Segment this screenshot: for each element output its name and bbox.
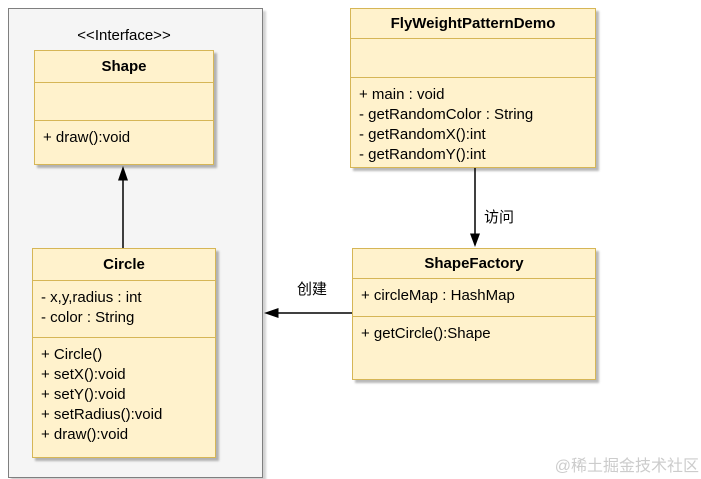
create-edge-label: 创建 [295, 278, 330, 299]
class-method: + draw():void [41, 426, 129, 443]
class-flyweightpatterndemo-attributes [351, 39, 595, 78]
class-shape-attributes [35, 83, 213, 121]
create-arrowhead [264, 308, 279, 318]
class-shape-title: Shape [35, 51, 213, 83]
realization-arrowhead [118, 166, 128, 181]
class-method: - getRandomColor : String [359, 106, 534, 123]
watermark-text: @稀土掘金技术社区 [554, 458, 699, 475]
class-shapefactory: ShapeFactory + circleMap : HashMap + get… [352, 248, 596, 380]
interface-stereotype: <<Interface>> [77, 27, 171, 44]
class-flyweightpatterndemo-methods: + main : void - getRandomColor : String … [351, 78, 595, 167]
class-attribute: - x,y,radius : int [41, 289, 142, 306]
class-flyweightpatterndemo-title: FlyWeightPatternDemo [351, 9, 595, 39]
access-edge-label: 访问 [482, 206, 517, 227]
class-attribute: + circleMap : HashMap [361, 287, 515, 304]
class-circle-attributes: - x,y,radius : int - color : String [33, 281, 215, 338]
class-method: + Circle() [41, 346, 103, 363]
class-method: + draw():void [43, 129, 131, 146]
access-arrowhead [470, 233, 480, 247]
class-method: + setX():void [41, 366, 126, 383]
class-method: + getCircle():Shape [361, 325, 491, 342]
class-method: + main : void [359, 86, 445, 103]
class-circle-methods: + Circle() + setX():void + setY():void +… [33, 338, 215, 457]
class-circle: Circle - x,y,radius : int - color : Stri… [32, 248, 216, 458]
class-shapefactory-attributes: + circleMap : HashMap [353, 279, 595, 317]
class-method: + setY():void [41, 386, 126, 403]
class-shapefactory-methods: + getCircle():Shape [353, 317, 595, 381]
class-shape: Shape + draw():void [34, 50, 214, 165]
class-method: - getRandomX():int [359, 126, 486, 143]
class-shapefactory-title: ShapeFactory [353, 249, 595, 279]
class-method: - getRandomY():int [359, 146, 486, 163]
class-shape-methods: + draw():void [35, 121, 213, 165]
class-circle-title: Circle [33, 249, 215, 281]
class-attribute: - color : String [41, 309, 135, 326]
class-flyweightpatterndemo: FlyWeightPatternDemo + main : void - get… [350, 8, 596, 168]
class-method: + setRadius():void [41, 406, 163, 423]
